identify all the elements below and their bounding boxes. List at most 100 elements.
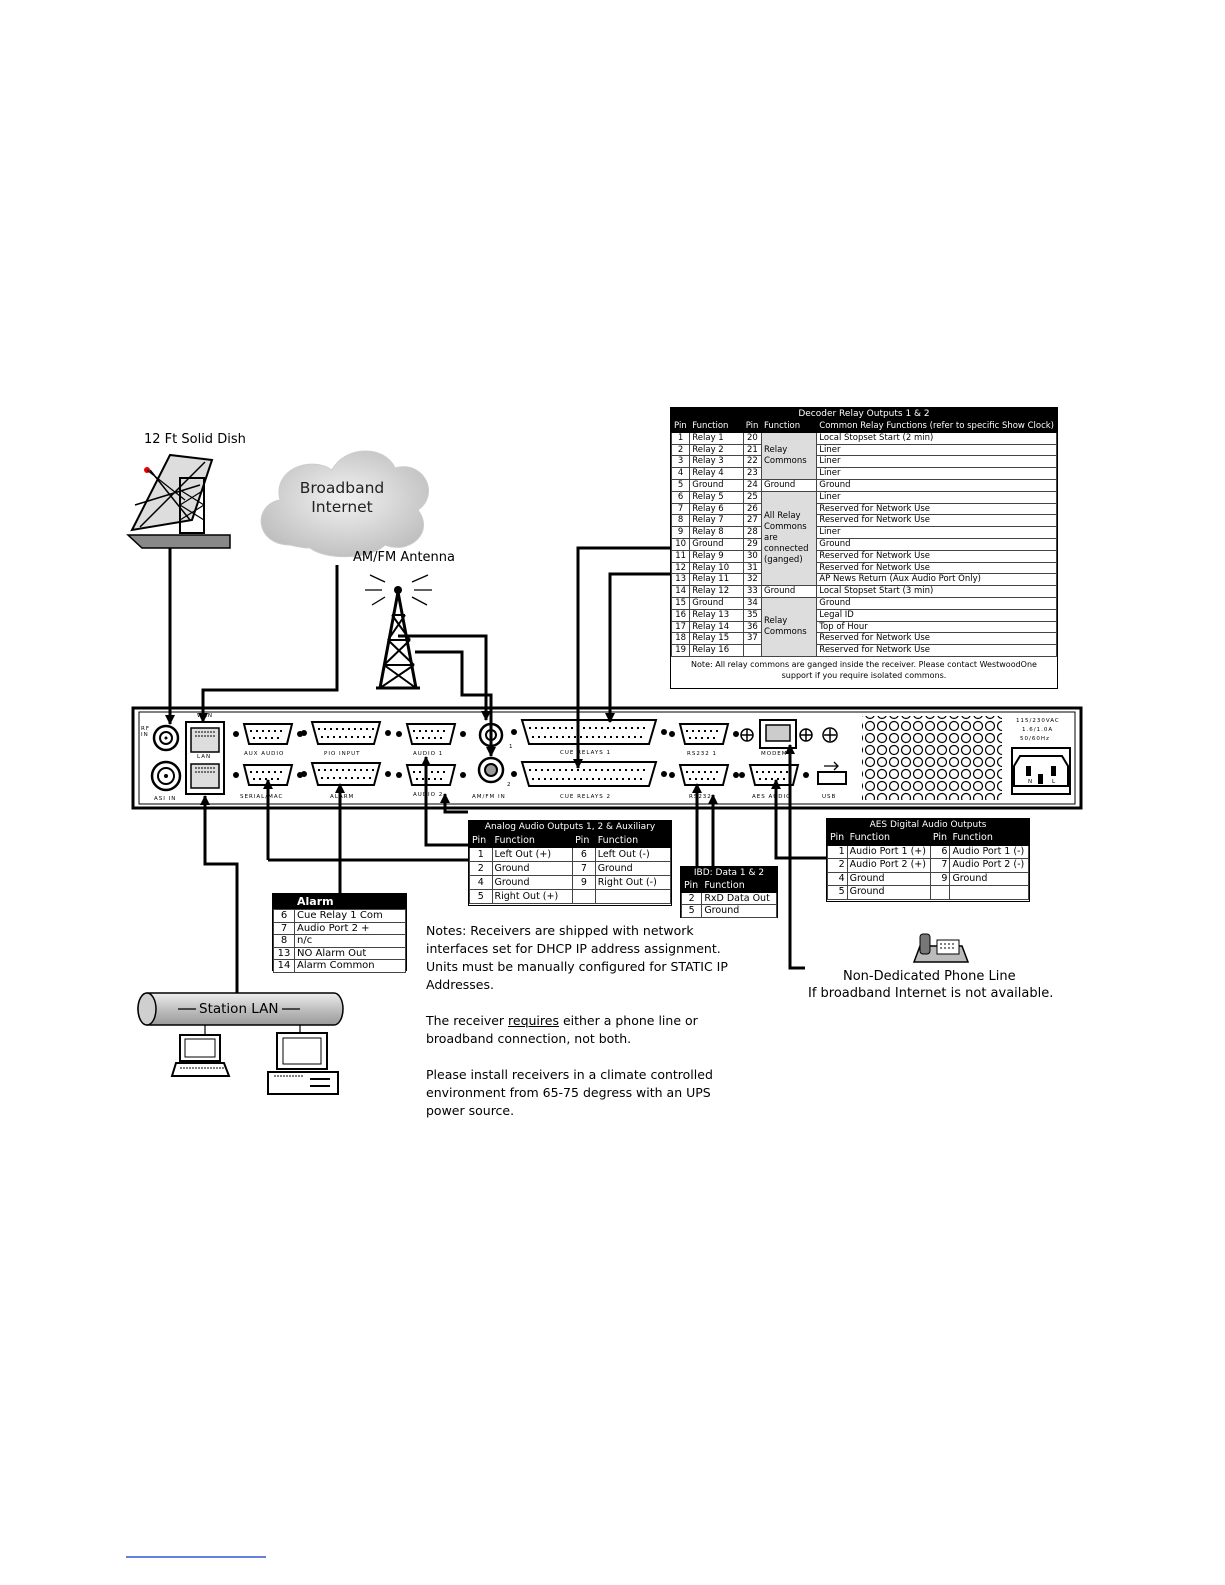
audio-1-wire [421, 756, 468, 847]
power-rating-1: 115/230VAC [1016, 718, 1060, 724]
power-l-label: L [1052, 779, 1057, 785]
station-lan-label: Station LAN [199, 1001, 279, 1017]
notes-paragraph-1: Notes: Receivers are shipped with networ… [426, 923, 728, 992]
audio-2-label: AUDIO 2 [413, 792, 444, 798]
ibd-table-title: IBD: Data 1 & 2 [681, 867, 777, 879]
relay-table-grid: Pin Function Pin Function Common Relay F… [670, 420, 1057, 657]
rs232-1-label: RS232 1 [687, 751, 718, 757]
amfm-in-label: AM/FM IN [472, 794, 506, 800]
header-cell: Pin [670, 420, 691, 433]
lan-label: LAN [197, 754, 212, 760]
analog-audio-table: Analog Audio Outputs 1, 2 & Auxiliary Pi… [468, 820, 672, 906]
aux-audio-label: AUX AUDIO [244, 751, 285, 757]
notes-text: either a phone line or broadband connect… [426, 1013, 698, 1046]
phone-line-note: If broadband Internet is not available. [808, 986, 1054, 1001]
all-relay-commons: All Relay Commons are connected (ganged) [760, 490, 818, 587]
cue-relays-1-wire [605, 572, 675, 723]
power-rating-2: 1.6/1.0A [1022, 727, 1054, 733]
radio-tower-icon [365, 574, 432, 690]
ground-33: Ground [760, 585, 818, 598]
cue-relays-2-wire [573, 546, 675, 769]
aes-wire [771, 779, 826, 860]
pio-input-label: PIO INPUT [324, 751, 361, 757]
cue-relays-1-label: CUE RELAYS 1 [560, 750, 612, 756]
telephone-icon [912, 933, 970, 963]
notes-emphasis: requires [508, 1013, 559, 1028]
satellite-dish-icon [126, 453, 231, 549]
usb-label: USB [822, 794, 837, 800]
relay-commons-b: Relay Commons [760, 596, 818, 657]
laptop-icon [170, 1034, 231, 1077]
power-rating-3: 50/60Hz [1020, 736, 1050, 742]
relay-table-title: Decoder Relay Outputs 1 & 2 [671, 408, 1057, 420]
dish-label: 12 Ft Solid Dish [144, 432, 246, 447]
notes-paragraph-2: The receiver requires either a phone lin… [426, 1012, 736, 1048]
installation-notes: Notes: Receivers are shipped with networ… [426, 922, 736, 1138]
relay-table-header: Pin Function Pin Function Common Relay F… [670, 420, 1057, 433]
asi-in-label: ASI IN [154, 796, 177, 802]
station-lan-pipe [137, 992, 344, 1035]
amfm-1-label: 1 [509, 744, 514, 750]
notes-paragraph-3: Please install receivers in a climate co… [426, 1067, 713, 1118]
relay-commons-a: Relay Commons [760, 431, 818, 480]
ground-24: Ground [760, 478, 818, 492]
header-cell: Function [760, 420, 818, 433]
header-cell: Common Relay Functions (refer to specifi… [816, 420, 1057, 433]
lan-wire [200, 795, 239, 998]
rf-in-label: RF IN [141, 726, 150, 738]
cloud-icon [260, 450, 429, 558]
desktop-computer-icon [267, 1032, 339, 1095]
antenna-wire-1 [398, 634, 491, 721]
cue-relays-2-label: CUE RELAYS 2 [560, 794, 612, 800]
alarm-port-label: ALARM [330, 794, 355, 800]
aes-audio-label: AES AUDIO [752, 794, 792, 800]
phone-line-label: Non-Dedicated Phone Line [843, 969, 1016, 984]
phone-wire [785, 744, 805, 970]
rs232-2-label: RS232 [689, 794, 712, 800]
wan-wire [198, 565, 339, 723]
power-n-label: N [1028, 779, 1034, 785]
audio-2-wire [440, 793, 468, 814]
header-cell: Pin [742, 420, 762, 433]
wan-label: WAN [197, 713, 214, 719]
analog-table-title: Analog Audio Outputs 1, 2 & Auxiliary [469, 821, 671, 833]
modem-label: MODEM [761, 751, 788, 757]
antenna-label: AM/FM Antenna [353, 550, 455, 565]
